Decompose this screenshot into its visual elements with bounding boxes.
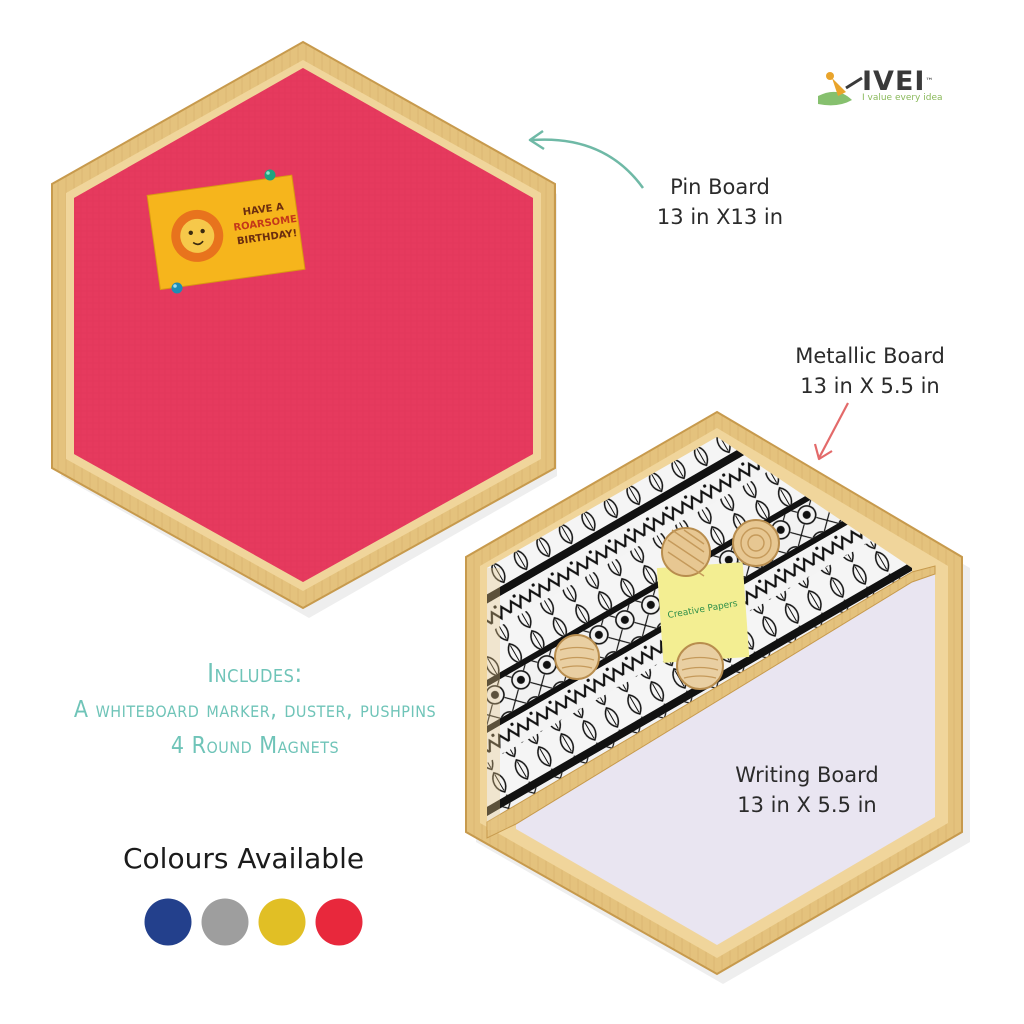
sticky-note: Creative Papers [656, 562, 750, 663]
writing-board-label: Writing Board 13 in X 5.5 in [712, 760, 902, 820]
colour-swatch-yellow [258, 898, 306, 946]
colours-title: Colours Available [123, 842, 365, 875]
pin-board-arrow-icon [528, 129, 645, 189]
metallic-board-name: Metallic Board [795, 344, 945, 368]
brand-logo: IVEI™ I value every idea [862, 66, 943, 103]
pin-board-size: 13 in X13 in [656, 205, 784, 229]
metallic-board-size: 13 in X 5.5 in [800, 374, 940, 398]
includes-line1: A whiteboard marker, duster, pushpins [73, 697, 437, 723]
colour-swatch-red [315, 898, 363, 946]
colour-swatch-grey [201, 898, 249, 946]
includes-line2: 4 Round Magnets [170, 733, 340, 759]
pin-board: HAVE A ROARSOME BIRTHDAY! [51, 40, 557, 618]
metallic-board-label: Metallic Board 13 in X 5.5 in [770, 341, 970, 401]
writing-board-surface [516, 574, 935, 945]
writing-board-name: Writing Board [735, 763, 879, 787]
brand-trademark: ™ [925, 76, 934, 86]
birthday-note: HAVE A ROARSOME BIRTHDAY! [146, 174, 306, 291]
pin-board-label: Pin Board 13 in X13 in [625, 172, 815, 232]
includes-heading: Includes: [207, 659, 303, 689]
colour-swatch-blue [144, 898, 192, 946]
magnet-icon [732, 519, 780, 567]
pin-board-name: Pin Board [670, 175, 770, 199]
board-divider [486, 565, 936, 839]
colour-swatches [144, 898, 363, 946]
magnet-icon [676, 642, 724, 690]
combo-board: Creative Papers [465, 410, 970, 984]
brand-tagline: I value every idea [862, 93, 943, 103]
brand-name: IVEI [862, 66, 926, 97]
includes-block: Includes: A whiteboard marker, duster, p… [40, 656, 470, 764]
writing-board-size: 13 in X 5.5 in [737, 793, 877, 817]
magnet-icon [661, 527, 711, 577]
brand-logo-mark [818, 72, 863, 106]
metallic-board-arrow-icon [813, 402, 849, 461]
lion-icon [171, 209, 224, 262]
pushpin-icon [171, 282, 183, 294]
pushpin-icon [264, 169, 276, 181]
magnet-icon [554, 634, 600, 680]
